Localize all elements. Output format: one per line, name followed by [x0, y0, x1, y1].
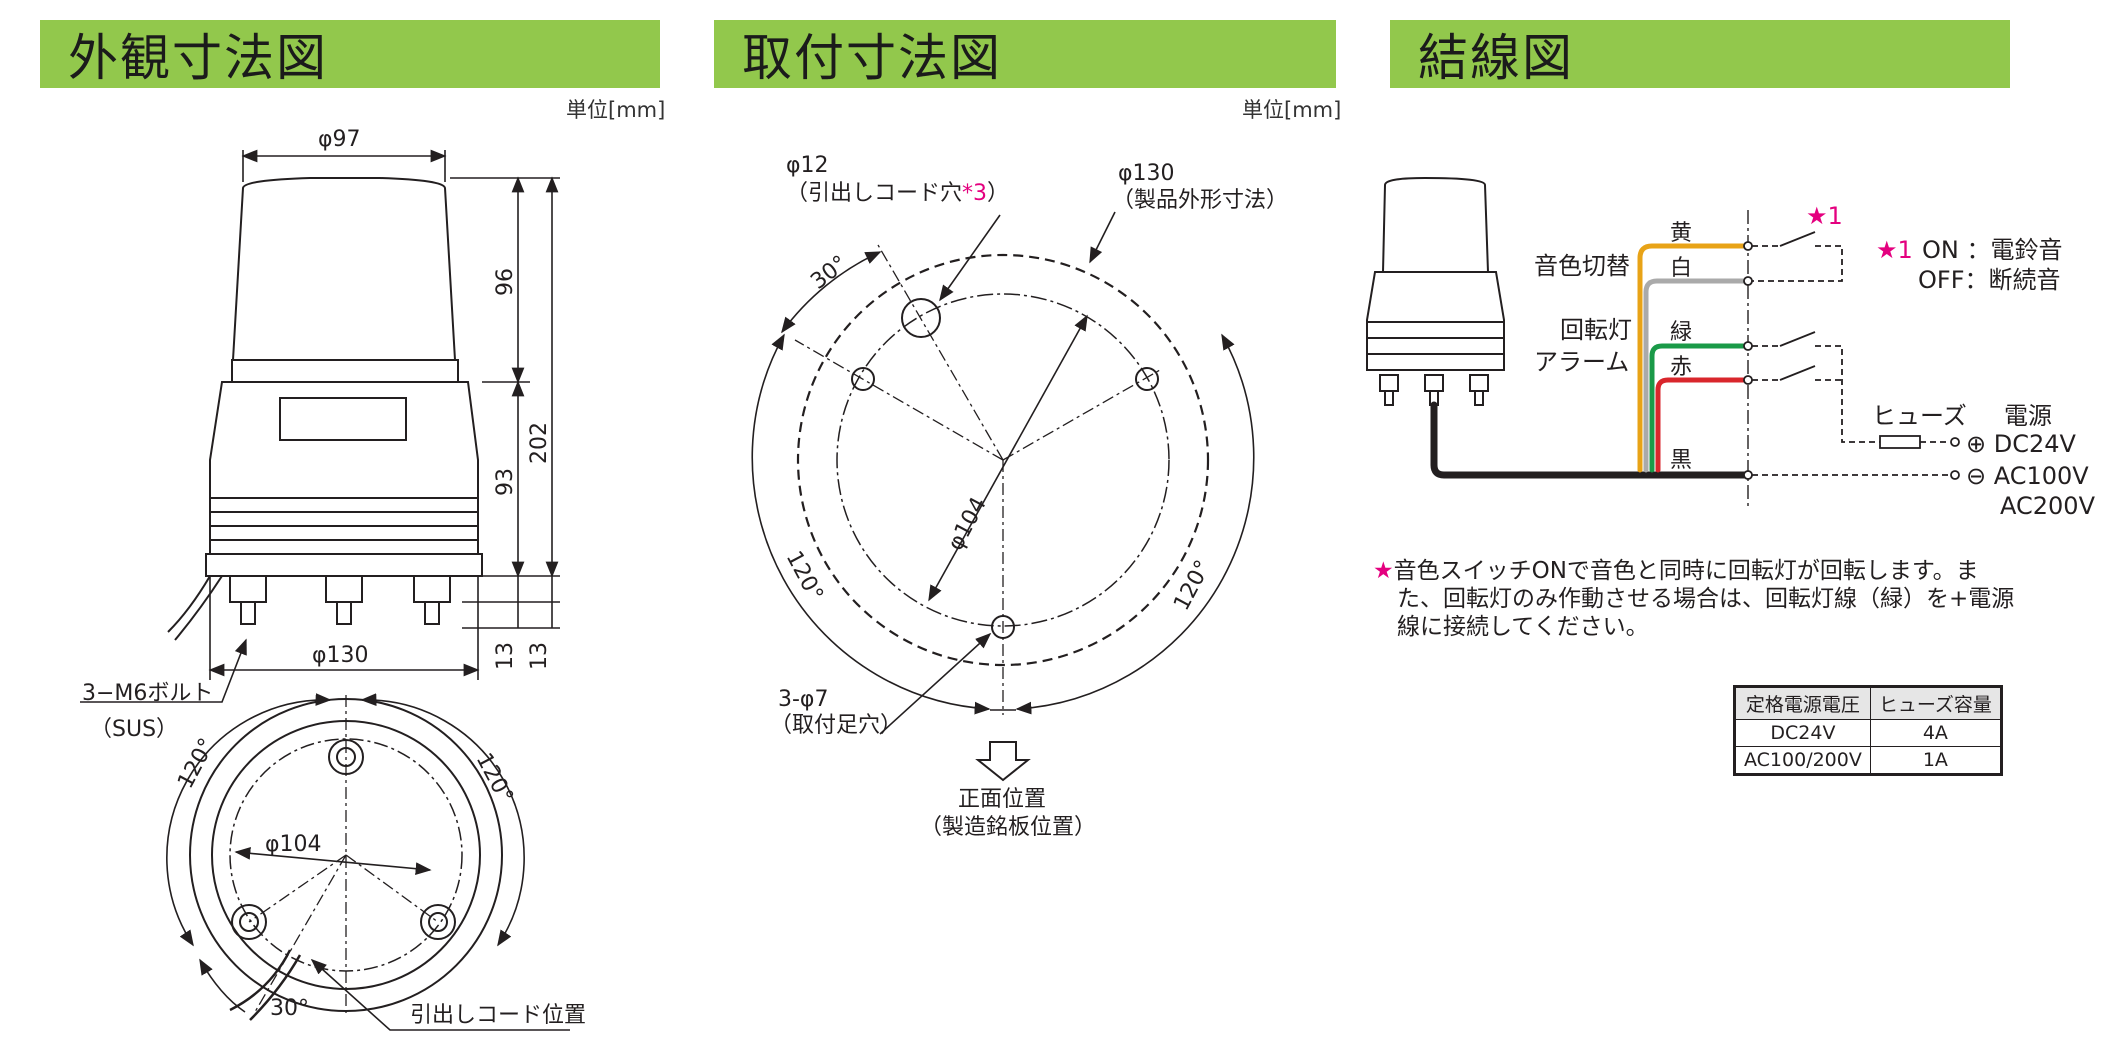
note-star-icon: ★ — [1373, 558, 1394, 584]
label-rotary-lamp: 回転灯 — [1560, 316, 1632, 344]
label-legend-off: OFF：断続音 — [1918, 266, 2061, 294]
wiring-cables — [1430, 243, 1752, 479]
label-power: 電源 — [2004, 402, 2052, 430]
label-mount-foot-hole: 3-φ7 — [778, 687, 828, 712]
label-mount-outline: （製品外形寸法） — [1112, 188, 1288, 213]
label-wire-red: 赤 — [1670, 355, 1692, 380]
label-tone-switch: 音色切替 — [1534, 252, 1630, 280]
label-legend-star: ★1 — [1876, 236, 1913, 264]
note-line-3: 線に接続してください。 — [1397, 614, 1649, 640]
table-cell-fuse: 4A — [1869, 719, 2002, 747]
label-93: 93 — [493, 468, 518, 496]
label-mount-phi104: φ104 — [943, 493, 992, 555]
label-legend-on: ON ：電鈴音 — [1922, 236, 2062, 264]
label-bottom-angle-left: 120° — [173, 734, 220, 793]
wiring-switches — [1743, 210, 1960, 510]
label-mount-phi12: φ12 — [786, 153, 829, 178]
label-sus: （SUS） — [90, 717, 178, 742]
note-line-1: 音色スイッチONで音色と同時に回転灯が回転します。ま — [1393, 558, 1979, 584]
label-13a: 13 — [493, 642, 518, 670]
table-cell-voltage: AC100/200V — [1734, 746, 1871, 775]
label-phi130: φ130 — [312, 643, 369, 668]
header-mounting-dimensions: 取付寸法図 — [714, 20, 1336, 88]
label-alarm: アラーム — [1534, 348, 1629, 376]
label-mount-foot-hole-desc: （取付足穴） — [770, 713, 902, 738]
label-plus-dc24v: ⊕ DC24V — [1966, 430, 2077, 458]
label-fuse: ヒューズ — [1872, 402, 1967, 430]
unit-label-mount: 単位[mm] — [1242, 98, 1342, 122]
label-phi97: φ97 — [318, 127, 361, 152]
label-star1-switch: ★1 — [1806, 202, 1843, 230]
wiring-note: ★音色スイッチONで音色と同時に回転灯が回転します。ま た、回転灯のみ作動させる… — [1373, 557, 2023, 641]
label-minus-ac100v: ⊖ AC100V — [1966, 462, 2089, 490]
label-wire-green: 緑 — [1670, 320, 1692, 345]
table-cell-voltage: DC24V — [1734, 719, 1871, 747]
table-header-fuse: ヒューズ容量 — [1869, 686, 2002, 720]
note-line-2: た、回転灯のみ作動させる場合は、回転灯線（緑）を+電源 — [1397, 586, 2015, 612]
label-mount-angle-right: 120° — [1169, 556, 1216, 615]
label-ac200v: AC200V — [2000, 492, 2096, 520]
label-96: 96 — [493, 268, 518, 296]
outer-bottom-view — [166, 693, 570, 1031]
unit-label-outer: 単位[mm] — [566, 98, 666, 122]
header-outer-dimensions: 外観寸法図 — [40, 20, 660, 88]
label-mount-cord-hole: （引出しコード穴*3） — [786, 181, 1009, 206]
table-row: DC24V 4A — [1734, 719, 2002, 747]
label-wire-black: 黒 — [1670, 448, 1692, 473]
label-202: 202 — [527, 422, 552, 464]
fuse-spec-table: 定格電源電圧 ヒューズ容量 DC24V 4A AC100/200V 1A — [1733, 685, 2003, 776]
mount-labels: φ12 （引出しコード穴*3） φ130 （製品外形寸法） 30° φ104 1… — [770, 153, 1288, 840]
label-bottom-phi104: φ104 — [265, 832, 322, 857]
outer-dimension-lines — [80, 149, 560, 703]
table-cell-fuse: 1A — [1869, 746, 2002, 775]
label-wire-yellow: 黄 — [1670, 221, 1692, 246]
label-mount-plate: （製造銘板位置） — [920, 815, 1096, 840]
label-mount-angle-30: 30° — [806, 251, 852, 295]
wiring-device — [1366, 176, 1505, 406]
table-header-voltage: 定格電源電圧 — [1734, 686, 1871, 720]
label-bottom-angle-30: 30° — [270, 996, 309, 1021]
label-cord-position: 引出しコード位置 — [410, 1003, 586, 1028]
label-bolt: 3−M6ボルト — [82, 681, 213, 706]
mount-drawing — [751, 211, 1255, 782]
label-13b: 13 — [527, 642, 552, 670]
label-wire-white: 白 — [1670, 256, 1692, 281]
wiring-labels: 音色切替 回転灯 アラーム 黄 白 緑 赤 黒 ★1 ★1 ON ：電鈴音 OF… — [1534, 202, 2096, 520]
outer-side-view — [167, 177, 483, 641]
label-mount-phi130: φ130 — [1118, 161, 1175, 186]
label-mount-front: 正面位置 — [958, 787, 1046, 812]
label-bottom-angle-right: 120° — [471, 749, 518, 808]
header-wiring-diagram: 結線図 — [1390, 20, 2010, 88]
table-row: AC100/200V 1A — [1734, 746, 2002, 775]
